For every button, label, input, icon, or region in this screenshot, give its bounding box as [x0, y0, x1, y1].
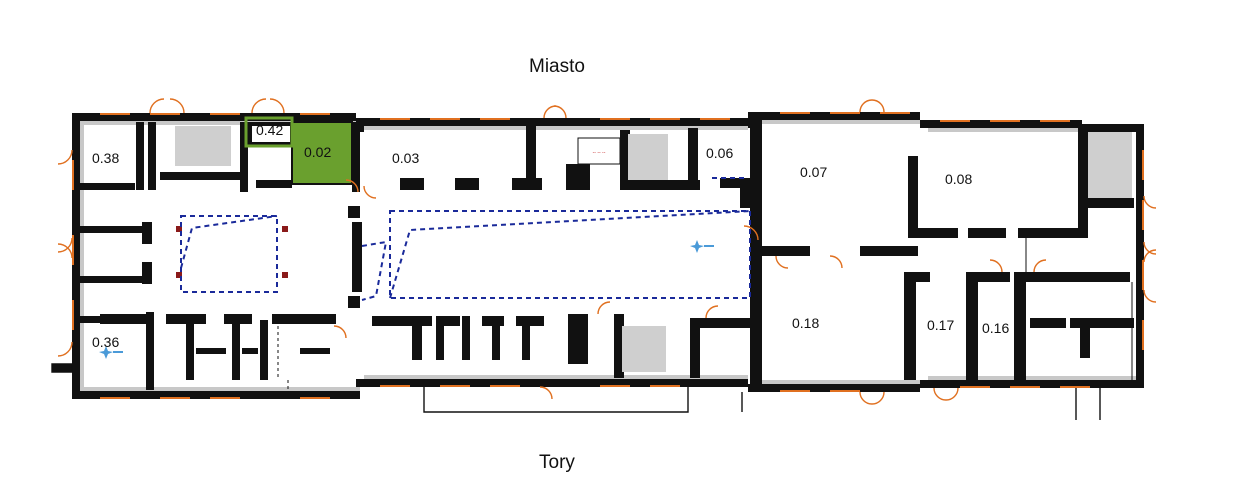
dashed-areas: [180, 177, 751, 301]
room-label-0-16: 0.16: [982, 320, 1009, 336]
room-label-0-17: 0.17: [927, 317, 954, 333]
wall-reveal: [80, 120, 1136, 391]
doors: [57, 98, 1157, 405]
outer-walls: [72, 112, 1144, 399]
sign-box: -- -- --: [577, 137, 621, 165]
room-label-0-36: 0.36: [92, 334, 119, 350]
columns: [176, 226, 288, 278]
info-markers: [99, 240, 714, 359]
room-label-0-06: 0.06: [706, 145, 733, 161]
compass-south-label: Tory: [539, 452, 575, 473]
room-label-0-42: 0.42: [256, 122, 283, 138]
thin-lines: [277, 238, 1133, 398]
room-label-0-03: 0.03: [392, 150, 419, 166]
exterior-outline: [51, 363, 1101, 420]
room-0-42-frame[interactable]: [244, 116, 294, 148]
room-label-0-18: 0.18: [792, 315, 819, 331]
room-label-0-08: 0.08: [945, 171, 972, 187]
room-label-0-38: 0.38: [92, 150, 119, 166]
marker-icon: [99, 346, 113, 359]
interior-walls: [80, 120, 1134, 390]
room-label-0-02: 0.02: [304, 144, 331, 160]
windows: [72, 112, 1144, 399]
room-0-02-highlight[interactable]: [291, 121, 353, 185]
room-label-0-07: 0.07: [800, 164, 827, 180]
marker-icon: [690, 240, 704, 253]
sign-text: -- -- --: [593, 150, 606, 156]
compass-north-label: Miasto: [529, 56, 585, 77]
